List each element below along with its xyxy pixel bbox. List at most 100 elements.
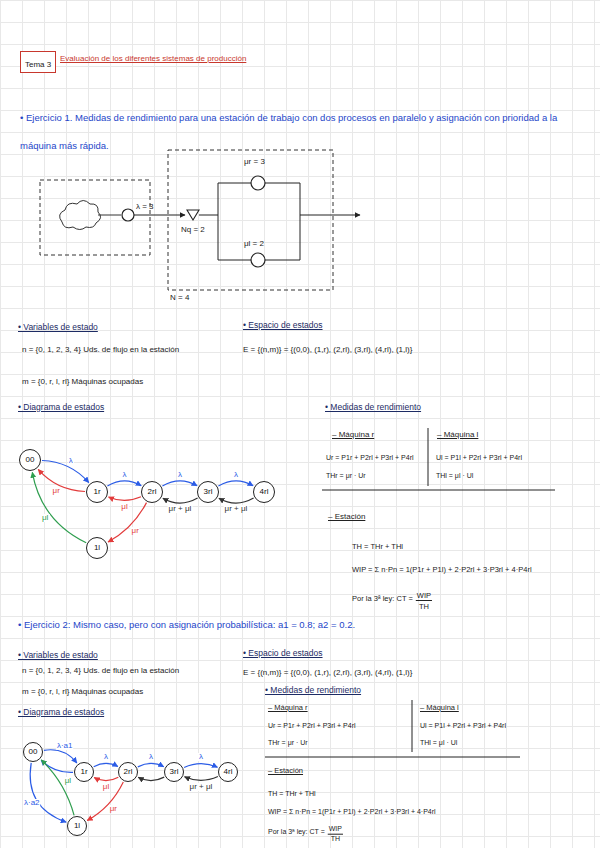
table-divider [428, 428, 429, 486]
queue-triangle [187, 210, 199, 220]
note-text: – Estación [268, 766, 303, 775]
note-text: Ul = P1l + P2rl + P3rl + P4rl [436, 454, 522, 462]
note-text: WIP = Σ n·Pn = 1(P1r + P1l) + 2·P2rl + 3… [352, 565, 532, 574]
rate-label: λ·a2 [23, 799, 41, 807]
transition-arrow [138, 777, 164, 781]
node-text: 4rl [260, 488, 269, 496]
rate-label: μr + μl [224, 505, 249, 513]
state-circle: 1r [86, 481, 108, 503]
rate-label: μr + μl [168, 505, 193, 513]
flow-line [265, 183, 300, 184]
rate-label: μl [64, 777, 72, 785]
note-text: • Medidas de rendimiento [325, 402, 421, 412]
note-text: m = {0, r, l, rl} Máquinas ocupadas [22, 687, 143, 697]
rate-label: λ [148, 753, 154, 761]
note-text: n = {0, 1, 2, 3, 4} Uds. de flujo en la … [22, 666, 179, 676]
note-text: Ul = P1l + P2rl + P3rl + P4rl [420, 722, 506, 730]
note-text: • Diagrama de estados [18, 707, 104, 717]
flow-line [218, 260, 251, 261]
transition-arrow [138, 763, 164, 767]
flow-line [265, 260, 300, 261]
node-text: 1r [80, 768, 87, 776]
state-circle: 4rl [253, 481, 275, 503]
fraction-bar [416, 600, 432, 601]
note-text: THl = μl · Ul [420, 739, 457, 747]
transition-arrow [108, 503, 147, 542]
note-text: Por la 3ª ley: CT = [352, 594, 413, 603]
note-text: TH = THr + THl [268, 790, 316, 798]
split-line [218, 183, 219, 260]
note-text: • Ejercicio 2: Mismo caso, pero con asig… [18, 619, 355, 630]
note-text: Por la 3ª ley: CT = [268, 828, 325, 836]
note-text: – Máquina l [420, 703, 459, 712]
state-circle: 2rl [141, 481, 163, 503]
rate-label: μl [41, 514, 49, 522]
state-circle: 3rl [164, 762, 184, 782]
queue-label: Nq = 2 [181, 225, 205, 235]
state-circle: 1l [67, 816, 87, 836]
station-boundary [168, 150, 333, 290]
note-text: TH [331, 835, 340, 843]
transition-arrow [162, 481, 197, 486]
source-boundary [40, 180, 150, 255]
merge-line [300, 183, 301, 260]
note-text: • Medidas de rendimiento [265, 685, 361, 695]
exercise-statement: • Ejercicio 1. Medidas de rendimiento pa… [20, 104, 585, 160]
node-text: Tema 3 [25, 60, 51, 69]
note-text: • Variables de estado [18, 322, 98, 332]
state-circle: 4rl [218, 762, 238, 782]
note-text: E = {(n,m)} = {(0,0), (1,r), (2,rl), (3,… [243, 668, 412, 678]
node-text: 00 [29, 748, 38, 756]
rate-label: μl = 2 [244, 239, 264, 249]
rate-label: μl [120, 503, 128, 511]
node-text: 00 [26, 456, 35, 464]
node-text: 1l [94, 544, 100, 552]
transition-arrow [41, 760, 73, 772]
node-text: 3rl [204, 488, 213, 496]
table-divider [265, 757, 520, 758]
note-text: – Estación [328, 512, 365, 522]
note-text: WIP [329, 825, 342, 833]
note-text: • Diagrama de estados [18, 402, 104, 412]
transition-arrow [107, 481, 141, 486]
transition-arrow [218, 481, 253, 486]
note-text: TH = THr + THl [352, 542, 403, 551]
transition-arrow [30, 763, 66, 822]
note-text: THr = μr · Ur [326, 472, 366, 480]
node-text: 4rl [224, 768, 233, 776]
note-text: WIP = Σ n·Pn = 1(P1r + P1l) + 2·P2rl + 3… [268, 808, 436, 816]
transition-arrow [94, 777, 118, 780]
rate-label: λ [103, 753, 109, 761]
state-circle: 1r [74, 762, 94, 782]
rate-label: μr = 3 [244, 157, 265, 167]
note-text: THr = μr · Ur [268, 739, 308, 747]
exit-arrow [300, 215, 360, 216]
note-text: WIP [417, 591, 431, 600]
flow-line [218, 183, 251, 184]
note-text: m = {0, r, l, rl} Máquinas ocupadas [22, 377, 143, 387]
topic-box: Tema 3 [20, 51, 56, 73]
transition-arrow [185, 777, 218, 781]
rate-label: λ [68, 457, 74, 465]
rate-label: λ [198, 753, 204, 761]
note-text: THl = μl · Ul [436, 472, 473, 480]
transition-arrow [87, 782, 123, 821]
machine-circle [251, 176, 265, 190]
note-text: TH [419, 602, 429, 611]
transition-arrow [38, 469, 85, 491]
note-text: • Espacio de estados [243, 320, 323, 330]
rate-label: λ [177, 471, 183, 479]
note-text: • Variables de estado [18, 650, 98, 660]
state-circle: 00 [23, 742, 43, 762]
rate-label: μr + μl [189, 783, 214, 791]
transition-arrow [44, 750, 77, 763]
rate-label: λ = 3 [136, 202, 154, 212]
fraction-bar [328, 834, 343, 835]
transition-arrow [41, 760, 74, 816]
rate-label: λ [122, 471, 128, 479]
state-circle: 1l [86, 537, 108, 559]
table-divider [412, 700, 413, 752]
rate-label: μl [102, 783, 110, 791]
